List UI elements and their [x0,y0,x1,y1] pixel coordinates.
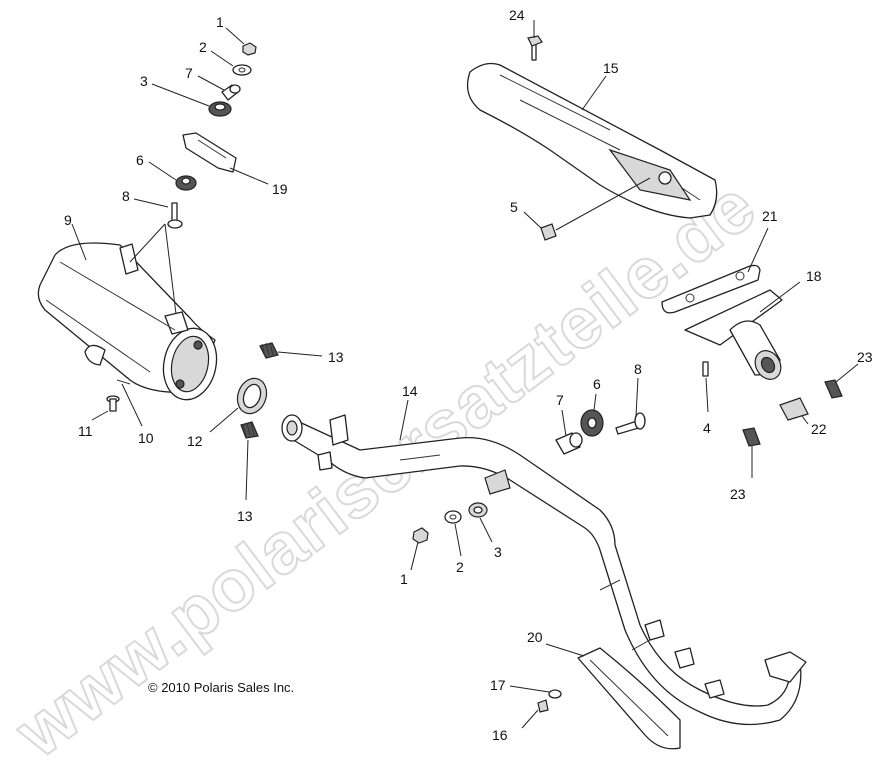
callout-10: 10 [138,430,154,446]
washer-part-17 [548,689,562,699]
callout-20: 20 [527,629,543,645]
grommet-part-3-lower [468,502,488,518]
callout-3: 3 [140,73,148,89]
callout-6: 6 [136,152,144,168]
spring-part-23-lower [742,427,761,447]
spring-part-13-lower [240,421,259,439]
nut-part-1 [242,42,257,56]
gasket-part-12 [236,377,268,415]
callout-19: 19 [272,181,288,197]
callout-9: 9 [64,212,72,228]
callout-22: 22 [811,421,827,437]
callout-4: 4 [703,420,711,436]
callout-7: 7 [185,65,193,81]
copyright-text: © 2010 Polaris Sales Inc. [148,680,294,695]
callout-17: 17 [490,677,506,693]
callout-15: 15 [603,60,619,76]
bolt-part-24 [527,35,543,61]
spring-part-23-right [824,379,843,399]
callout-18: 18 [806,268,822,284]
callout-2: 2 [199,39,207,55]
spacer-part-7 [221,84,241,101]
callout-16: 16 [492,727,508,743]
callout-13: 13 [328,349,344,365]
clip-part-10 [116,379,131,385]
lower-shield-part-20 [577,647,681,750]
callout-1: 1 [216,14,224,30]
grommet-part-3 [208,101,232,117]
callout-labels: 1 2 7 3 6 19 8 9 13 11 10 12 13 24 15 5 … [64,7,873,743]
callout-13-lower: 13 [237,508,253,524]
stud-part-4 [702,361,709,377]
grommet-part-6 [175,175,197,191]
spring-part-13-upper [259,342,279,359]
spacer-part-7-right [555,432,583,455]
callout-1-lower: 1 [400,571,408,587]
callout-14: 14 [402,383,418,399]
callout-21: 21 [762,208,778,224]
callout-5: 5 [510,199,518,215]
callout-2-lower: 2 [456,559,464,575]
callout-7-right: 7 [556,392,564,408]
bracket-part-19 [182,132,237,173]
callout-11: 11 [78,423,93,439]
washer-part-2 [232,64,252,76]
flange-part-18 [684,289,783,380]
bolt-part-8-right [615,412,646,435]
callout-8-right: 8 [634,361,642,377]
leader-lines [71,20,859,729]
callout-12: 12 [187,433,203,449]
callout-24: 24 [509,7,525,23]
bushing-part-5 [540,223,557,241]
muffler-part-9 [37,242,218,401]
callout-3-lower: 3 [494,544,502,560]
head-pipe-part-14 [281,414,807,726]
seal-part-22 [779,397,809,421]
heat-shield-part-15 [466,62,718,219]
nut-part-1-lower [412,527,429,544]
callout-23-lower: 23 [730,486,746,502]
bolt-part-8 [167,202,183,229]
washer-part-2-lower [444,510,462,524]
callout-8: 8 [122,188,130,204]
grommet-part-6-right [580,409,604,437]
callout-23: 23 [857,349,873,365]
screw-part-16 [537,699,549,713]
callout-6-right: 6 [593,376,601,392]
screw-part-11 [106,395,120,412]
